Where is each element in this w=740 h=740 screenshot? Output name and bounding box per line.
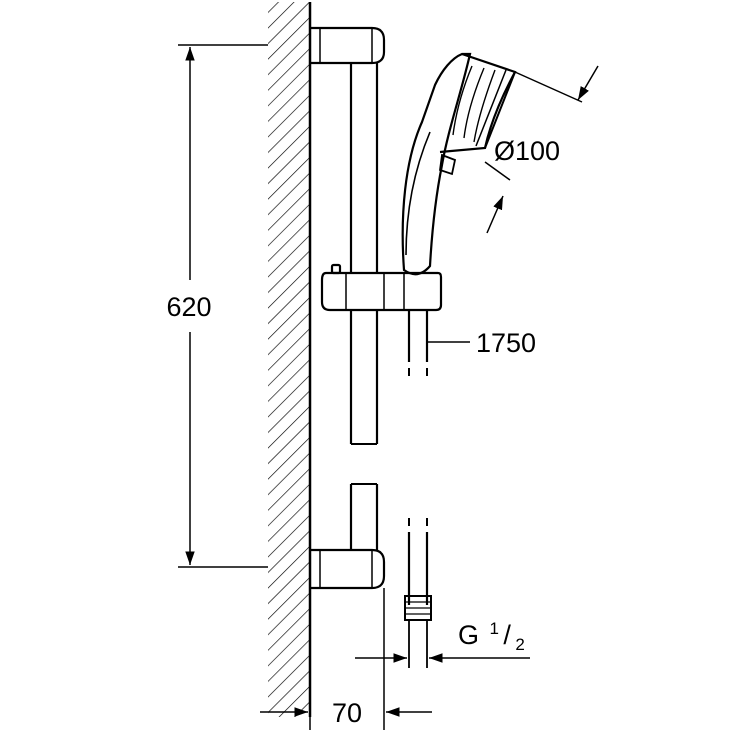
hand-shower — [401, 52, 517, 276]
rail-length-label: 620 — [166, 292, 211, 322]
lower-wall-bracket — [310, 548, 386, 590]
hose-connection-nut — [404, 595, 432, 668]
shower-hose — [407, 310, 429, 605]
hose-length-label: 1750 — [476, 328, 536, 358]
upper-wall-bracket — [310, 26, 386, 65]
thread-label: G 1 / 2 — [458, 619, 525, 654]
thread-slash: / — [503, 620, 511, 650]
thread-prefix: G — [458, 620, 479, 650]
wall — [268, 2, 312, 717]
shower-rail — [349, 63, 379, 550]
wall-offset-dimension: 70 — [260, 588, 432, 730]
head-diameter-dimension: Ø100 — [484, 65, 599, 234]
thread-denominator: 2 — [515, 635, 524, 654]
hose-length-dimension: 1750 — [427, 328, 536, 358]
thread-dimension: G 1 / 2 — [355, 619, 530, 663]
wall-offset-label: 70 — [332, 698, 362, 728]
rail-length-dimension: 620 — [166, 44, 268, 568]
sliding-holder — [320, 263, 443, 312]
head-diameter-label: Ø100 — [494, 136, 560, 166]
thread-numerator: 1 — [489, 619, 498, 638]
